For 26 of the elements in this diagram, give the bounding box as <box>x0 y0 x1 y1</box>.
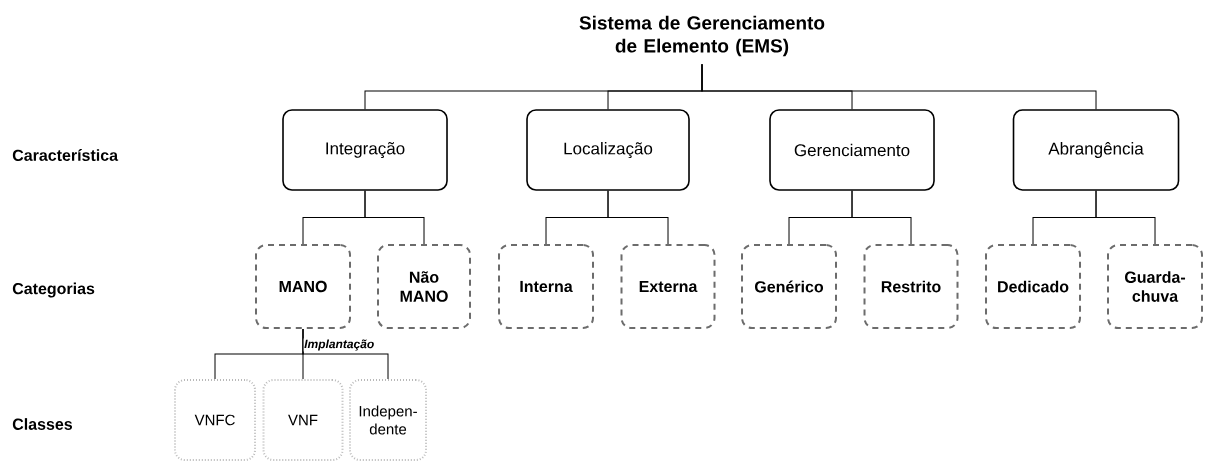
characteristic-box: Localização <box>526 109 690 191</box>
category-box: Genérico <box>741 244 837 329</box>
connector-line <box>701 63 1097 110</box>
category-box: MANO <box>255 244 351 329</box>
characteristic-box: Abrangência <box>1012 109 1180 191</box>
row-label: Categorias <box>12 282 95 298</box>
characteristic-box: Integração <box>282 109 448 191</box>
category-box: Não MANO <box>377 244 471 329</box>
category-box: Dedicado <box>985 244 1081 329</box>
characteristic-box: Gerenciamento <box>769 109 935 191</box>
row-label: Característica <box>12 149 119 161</box>
connector-line <box>1095 190 1156 245</box>
row-label: Classes <box>12 418 72 430</box>
edge-label: Implantação <box>303 338 376 352</box>
connector-line <box>607 190 669 245</box>
class-box: VNFC <box>174 379 256 461</box>
category-box: Guarda-chuva <box>1107 244 1203 329</box>
connector-line <box>302 328 389 380</box>
category-box: Restrito <box>863 244 959 329</box>
class-box: Indepen-dente <box>349 379 427 461</box>
class-box: VNF <box>262 379 344 461</box>
title-text: Sistema de Gerenciamento de Elemento (EMS) <box>579 15 825 57</box>
category-box: Interna <box>498 244 594 329</box>
connector-line <box>851 190 912 245</box>
connector-line <box>364 190 425 245</box>
category-box: Externa <box>620 244 716 329</box>
